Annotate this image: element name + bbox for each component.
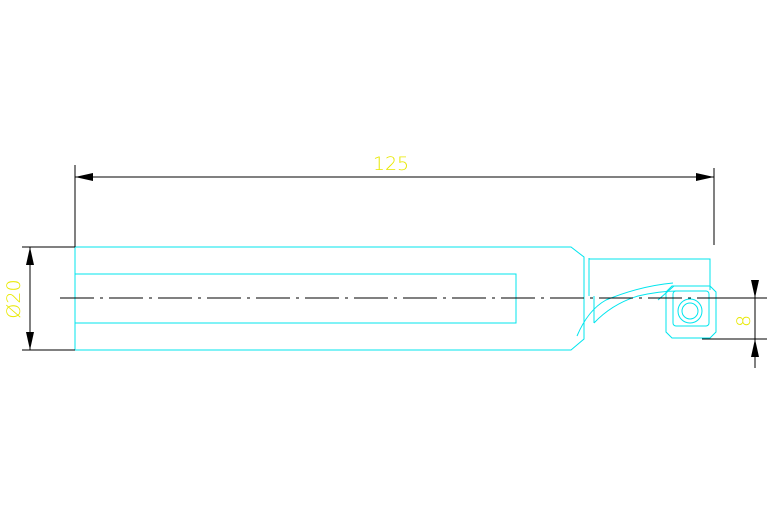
insert-body <box>672 290 710 327</box>
neck-top-edge <box>589 258 711 290</box>
insert-screw-inner <box>681 302 699 320</box>
insert-pocket <box>665 285 717 339</box>
diameter-arrow-bottom <box>26 332 34 350</box>
offset-arrow-top <box>751 280 759 298</box>
flute-curve-outer <box>576 282 674 337</box>
insert-screw-outer <box>677 298 703 324</box>
insert-offset-label: 8 <box>733 315 755 327</box>
dimension-lines <box>22 165 767 368</box>
flute-curve-inner <box>593 290 678 324</box>
length-arrow-right <box>696 173 714 181</box>
shank-diameter-label: Ø20 <box>3 279 25 318</box>
offset-arrow-bottom <box>751 339 759 357</box>
diameter-arrow-top <box>26 247 34 265</box>
length-arrow-left <box>75 173 93 181</box>
overall-length-label: 125 <box>373 153 409 175</box>
dimension-arrowheads <box>26 173 759 357</box>
